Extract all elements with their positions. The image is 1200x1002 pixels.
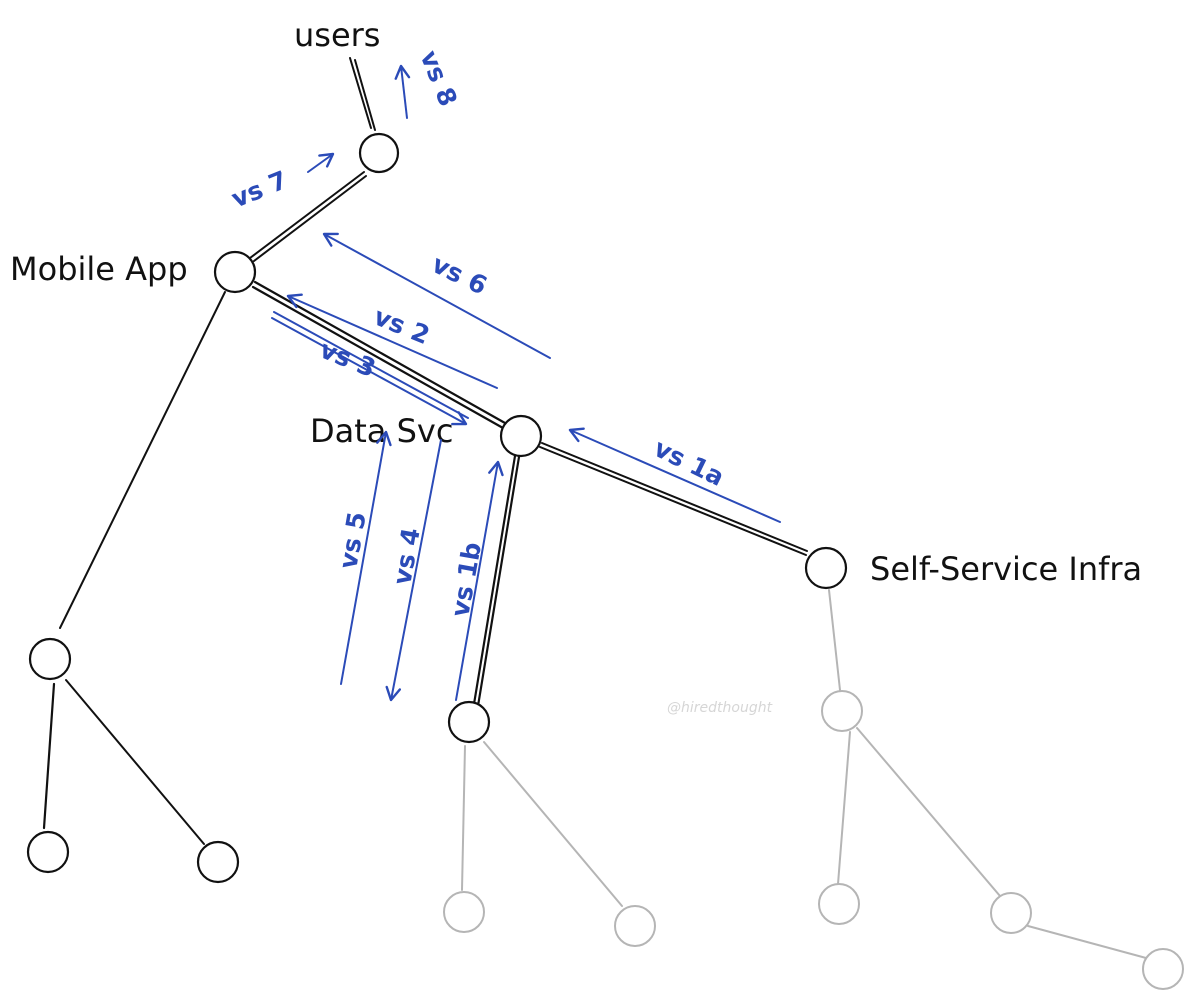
edge-left-node-to-leaf-right bbox=[65, 679, 205, 845]
node-data-leaf-left[interactable] bbox=[443, 891, 485, 933]
arrow-vs1b bbox=[455, 460, 504, 701]
node-data-leaf-right[interactable] bbox=[614, 905, 656, 947]
arrow-vs1a bbox=[568, 427, 781, 523]
arrow-vs7 bbox=[307, 152, 335, 173]
vs7-label: vs 7 bbox=[227, 165, 291, 213]
node-infra-leaf-right[interactable] bbox=[1142, 948, 1184, 990]
node-data-svc[interactable] bbox=[499, 414, 543, 458]
vs5-label: vs 5 bbox=[333, 510, 372, 571]
node-infra-child[interactable] bbox=[821, 690, 863, 732]
label-data-svc: Data Svc bbox=[310, 412, 453, 450]
arrow-vs4 bbox=[385, 439, 442, 702]
vs2-label: vs 2 bbox=[370, 302, 434, 350]
edge-mobile-to-users-node bbox=[249, 171, 367, 262]
edge-data-child-to-leaf-right bbox=[483, 741, 623, 907]
node-mobile-child[interactable] bbox=[28, 637, 72, 681]
vs3-label: vs 3 bbox=[316, 335, 380, 383]
label-self-service-infra: Self-Service Infra bbox=[870, 550, 1142, 588]
vs6-label: vs 6 bbox=[427, 249, 491, 300]
vs4-label: vs 4 bbox=[387, 526, 426, 587]
watermark: @hiredthought bbox=[667, 700, 773, 716]
nodes bbox=[26, 132, 1184, 990]
value-stream-labels: vs 8 vs 7 vs 6 vs 2 vs 3 vs 1a vs 5 vs 4… bbox=[227, 46, 728, 619]
arrow-vs3 bbox=[271, 311, 468, 424]
edge-infra-child-to-leaf-mid bbox=[856, 727, 1001, 897]
node-infra-leaf-mid[interactable] bbox=[990, 892, 1032, 934]
label-users: users bbox=[294, 16, 380, 54]
edge-left-node-to-leaf-left bbox=[42, 682, 56, 830]
edge-users-line bbox=[349, 57, 376, 131]
node-users[interactable] bbox=[358, 132, 400, 174]
arrow-vs8 bbox=[394, 64, 411, 119]
label-mobile-app: Mobile App bbox=[10, 250, 188, 288]
edge-mobile-to-left-node bbox=[59, 291, 226, 629]
faded-edges bbox=[461, 589, 1147, 959]
node-self-service-infra[interactable] bbox=[804, 546, 848, 590]
node-infra-leaf-left[interactable] bbox=[818, 883, 860, 925]
vs8-label: vs 8 bbox=[414, 46, 462, 110]
edge-data-child-to-leaf-left bbox=[461, 745, 466, 891]
value-stream-arrows bbox=[271, 64, 781, 702]
node-mobile-leaf-left[interactable] bbox=[26, 830, 70, 874]
node-labels: users Mobile App Data Svc Self-Service I… bbox=[10, 16, 1142, 588]
vs1b-label: vs 1b bbox=[445, 540, 487, 619]
node-mobile-app[interactable] bbox=[213, 250, 257, 294]
node-mobile-leaf-right[interactable] bbox=[196, 840, 240, 884]
node-data-child[interactable] bbox=[447, 700, 491, 744]
arrow-vs6 bbox=[322, 232, 551, 359]
arrow-vs2 bbox=[286, 293, 498, 389]
edge-infra-child-to-leaf-left bbox=[837, 731, 851, 885]
edge-data-svc-to-infra bbox=[539, 442, 808, 556]
edge-leaf-mid-to-leaf-right bbox=[1027, 925, 1147, 959]
edge-data-svc-to-data-child bbox=[472, 454, 521, 708]
edge-infra-to-infra-child bbox=[828, 589, 841, 691]
arrow-vs5 bbox=[340, 430, 392, 685]
